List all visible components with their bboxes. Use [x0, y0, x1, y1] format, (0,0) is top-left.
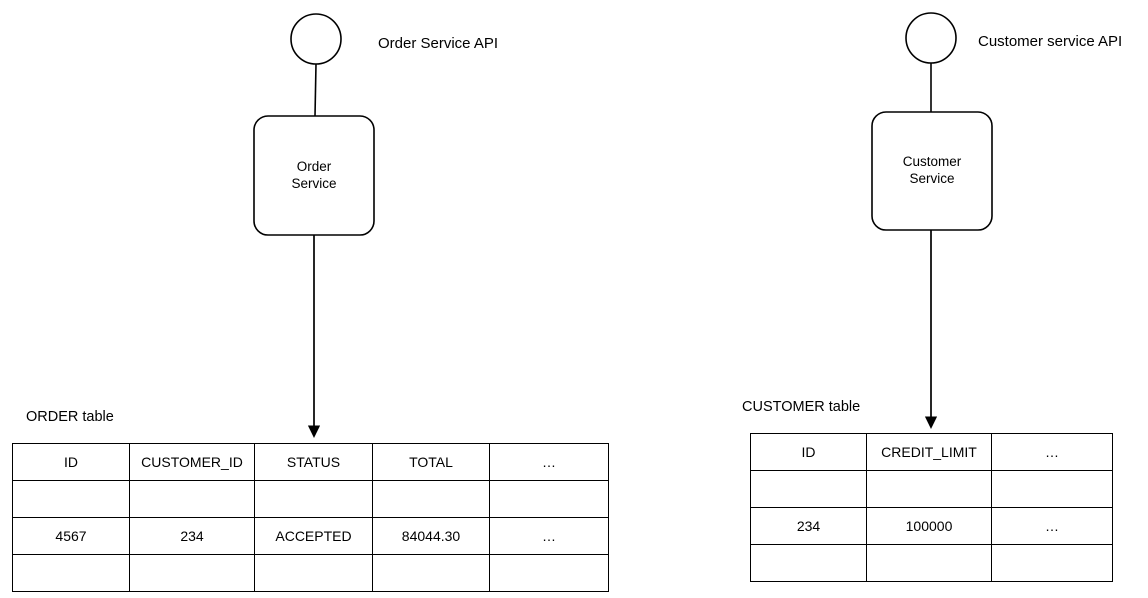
table-row — [750, 544, 1113, 582]
order-cell-id: 4567 — [12, 517, 130, 555]
order-cell — [129, 554, 255, 592]
order-cell — [489, 480, 609, 518]
order-cell-customer-id: 234 — [129, 517, 255, 555]
customer-table-caption: CUSTOMER table — [742, 399, 861, 415]
order-cell — [372, 554, 490, 592]
order-col-header-id: ID — [12, 443, 130, 481]
order-cell — [254, 480, 373, 518]
customer-col-header-credit-limit: CREDIT_LIMIT — [866, 433, 992, 471]
order-col-header-status: STATUS — [254, 443, 373, 481]
customer-service-api-label: Customer service API — [978, 33, 1123, 50]
customer-cell-more: … — [991, 507, 1113, 545]
customer-cell — [750, 544, 867, 582]
customer-cell-id: 234 — [750, 507, 867, 545]
table-header-row: ID CREDIT_LIMIT … — [750, 433, 1113, 471]
order-cell — [129, 480, 255, 518]
table-row: 234 100000 … — [750, 507, 1113, 545]
order-table: ID CUSTOMER_ID STATUS TOTAL … 4567 234 A… — [12, 443, 609, 592]
customer-cell — [991, 544, 1113, 582]
order-service-api-label: Order Service API — [378, 35, 499, 52]
order-cell — [372, 480, 490, 518]
order-cell — [489, 554, 609, 592]
customer-cell-credit-limit: 100000 — [866, 507, 992, 545]
customer-service-api-actor-circle — [905, 12, 957, 64]
order-col-header-customer-id: CUSTOMER_ID — [129, 443, 255, 481]
order-table-body: ID CUSTOMER_ID STATUS TOTAL … 4567 234 A… — [12, 443, 609, 592]
order-col-header-more: … — [489, 443, 609, 481]
table-row — [12, 554, 609, 592]
customer-cell — [866, 470, 992, 508]
customer-cell — [750, 470, 867, 508]
table-row — [750, 470, 1113, 508]
order-service-box-label: Order Service — [291, 159, 337, 191]
table-header-row: ID CUSTOMER_ID STATUS TOTAL … — [12, 443, 609, 481]
customer-cell — [991, 470, 1113, 508]
order-cell-status: ACCEPTED — [254, 517, 373, 555]
order-table-caption: ORDER table — [26, 409, 114, 425]
customer-table-body: ID CREDIT_LIMIT … 234 100000 … — [750, 433, 1113, 582]
customer-service-box-label: Customer Service — [902, 154, 962, 186]
order-cell-total: 84044.30 — [372, 517, 490, 555]
table-row: 4567 234 ACCEPTED 84044.30 … — [12, 517, 609, 555]
order-cell — [12, 554, 130, 592]
order-service-api-actor-circle — [290, 13, 342, 65]
order-cell — [254, 554, 373, 592]
customer-table: ID CREDIT_LIMIT … 234 100000 … — [750, 433, 1113, 582]
customer-col-header-id: ID — [750, 433, 867, 471]
order-actor-stem-line — [314, 63, 317, 117]
customer-col-header-more: … — [991, 433, 1113, 471]
table-row — [12, 480, 609, 518]
customer-cell — [866, 544, 992, 582]
order-col-header-total: TOTAL — [372, 443, 490, 481]
order-cell — [12, 480, 130, 518]
order-cell-more: … — [489, 517, 609, 555]
